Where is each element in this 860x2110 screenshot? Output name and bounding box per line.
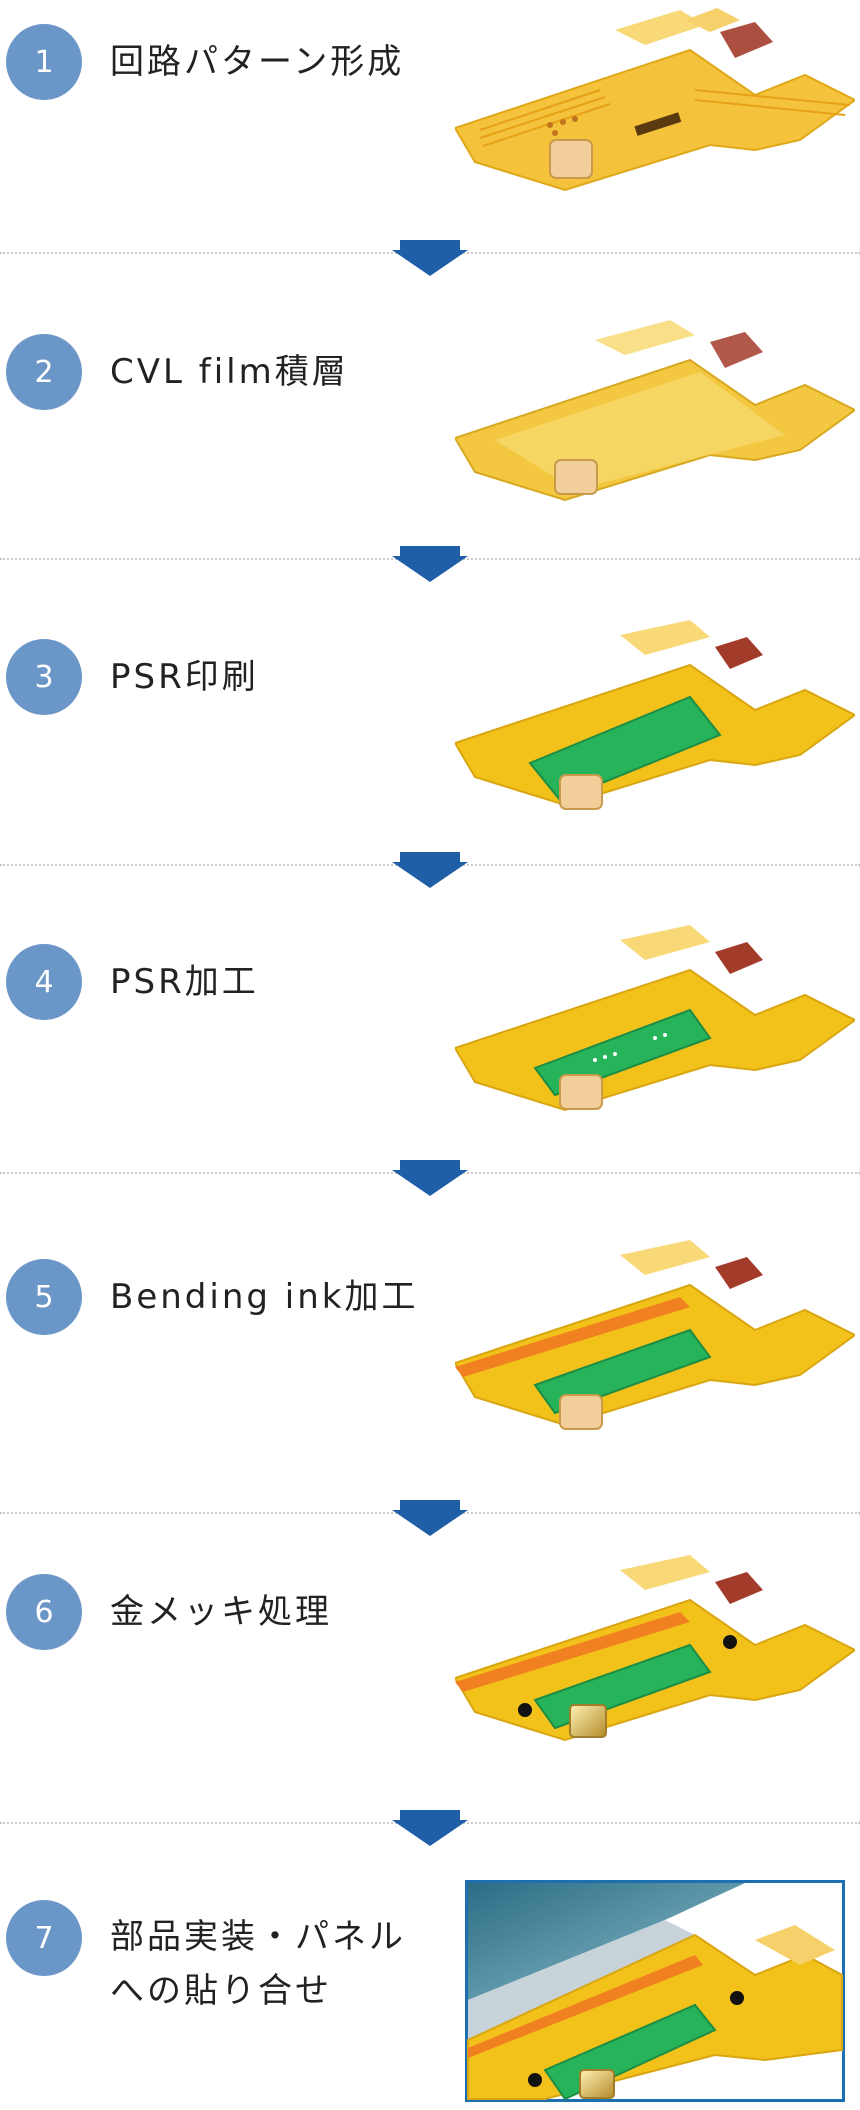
step-number-circle: 5 — [6, 1259, 82, 1335]
fpc-board-bending-ink-image — [455, 1240, 855, 1430]
step-number-circle: 7 — [6, 1900, 82, 1976]
step-number-circle: 1 — [6, 24, 82, 100]
step-label-line2: への貼り合せ — [110, 1971, 332, 2011]
fpc-board-pattern-image — [455, 8, 855, 192]
step-label: PSR印刷 — [110, 657, 259, 697]
down-arrow-icon — [392, 546, 468, 582]
step-label: 金メッキ処理 — [110, 1592, 332, 1632]
step-number-circle: 3 — [6, 639, 82, 715]
down-arrow-icon — [392, 240, 468, 276]
step-label-line1: 部品実装・パネル — [110, 1917, 406, 1957]
step-label: 回路パターン形成 — [110, 42, 405, 82]
down-arrow-icon — [392, 1500, 468, 1536]
fpc-board-gold-plating-image — [455, 1555, 855, 1742]
fpc-board-cvl-image — [455, 320, 855, 502]
fpc-board-psr-print-image — [455, 620, 855, 810]
step-number-circle: 4 — [6, 944, 82, 1020]
down-arrow-icon — [392, 1810, 468, 1846]
step-label: CVL film積層 — [110, 352, 349, 392]
step-label: Bending ink加工 — [110, 1277, 419, 1317]
down-arrow-icon — [392, 852, 468, 888]
down-arrow-icon — [392, 1160, 468, 1196]
step-label: PSR加工 — [110, 962, 259, 1002]
step-number-circle: 6 — [6, 1574, 82, 1650]
panel-assembly-image — [465, 1880, 845, 2102]
step-number-circle: 2 — [6, 334, 82, 410]
fpc-board-psr-process-image — [455, 925, 855, 1112]
